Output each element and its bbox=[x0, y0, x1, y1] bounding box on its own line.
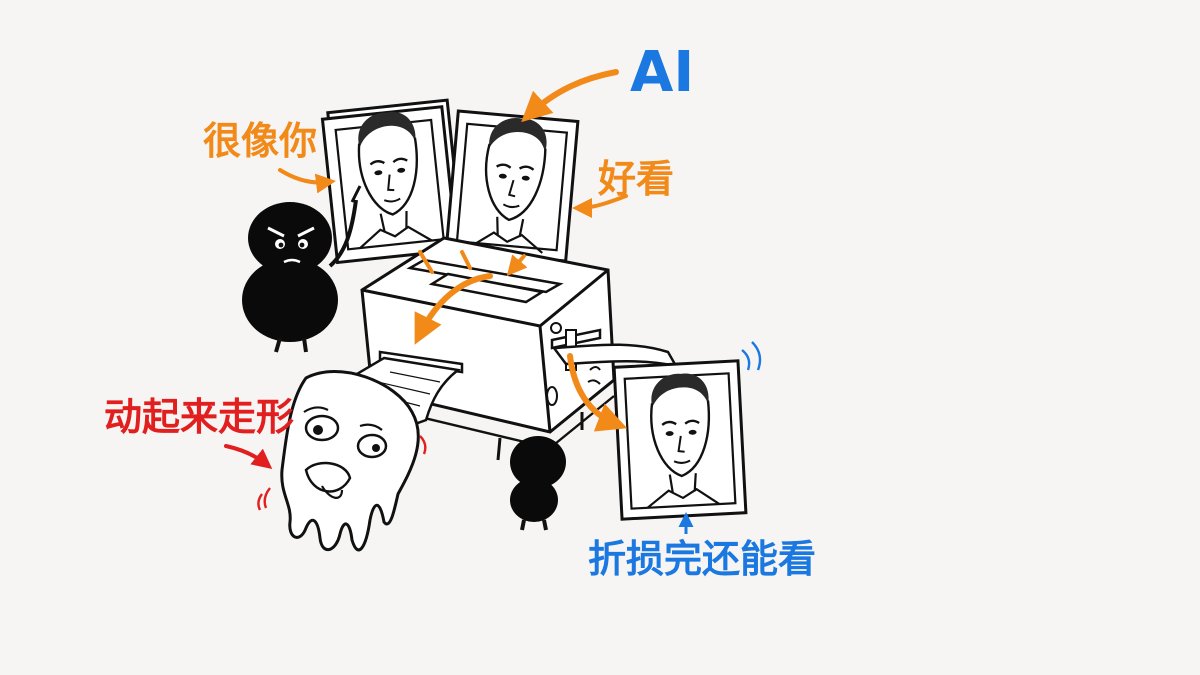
blob-creature-icon bbox=[242, 185, 362, 353]
label-good-looking: 好看 bbox=[598, 157, 675, 201]
portrait-frame-icon bbox=[320, 98, 464, 265]
label-still-watchable-after-loss: 折损完还能看 bbox=[588, 537, 817, 581]
portrait-frame-icon bbox=[612, 359, 748, 521]
label-looks-like-you: 很像你 bbox=[203, 119, 318, 163]
label-ai: AI bbox=[630, 40, 695, 105]
blob-creature-icon bbox=[510, 436, 566, 531]
label-distorts-when-moving: 动起来走形 bbox=[104, 395, 295, 439]
portrait-frame-icon bbox=[444, 109, 580, 263]
curved-arrow-icon bbox=[278, 69, 628, 432]
melting-face-icon bbox=[257, 370, 427, 552]
